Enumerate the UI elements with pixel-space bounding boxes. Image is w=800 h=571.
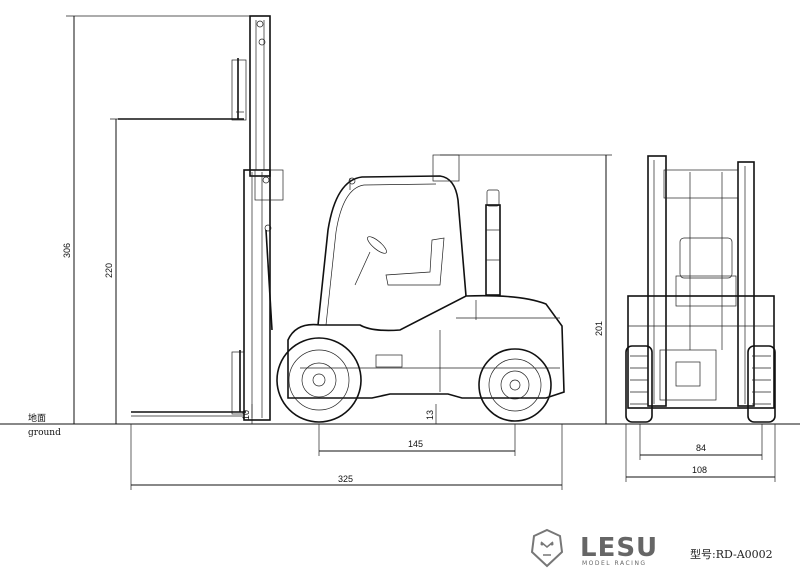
brand-logo: LESU MODEL RACING bbox=[530, 528, 658, 568]
dimension-overall-width: 108 bbox=[625, 424, 776, 482]
forklift-front-view bbox=[625, 155, 776, 423]
svg-text:13: 13 bbox=[425, 410, 435, 420]
lion-head-icon bbox=[530, 528, 564, 568]
brand-name: LESU bbox=[580, 533, 658, 563]
dimension-overall-length: 325 bbox=[130, 424, 563, 490]
svg-text:220: 220 bbox=[104, 263, 114, 278]
svg-text:108: 108 bbox=[692, 465, 707, 475]
dimension-body-height: 201 bbox=[440, 154, 612, 424]
dimension-wheelbase: 145 bbox=[318, 424, 516, 456]
forklift-side-view bbox=[118, 15, 565, 423]
svg-text:10: 10 bbox=[241, 410, 251, 420]
ground-label-cn: 地面 bbox=[28, 412, 46, 424]
dimension-lift-height: 220 bbox=[104, 118, 240, 424]
model-number: 型号:RD-A0002 bbox=[690, 547, 773, 561]
brand-subtitle: MODEL RACING bbox=[582, 560, 647, 567]
dimension-track-width: 84 bbox=[639, 424, 763, 460]
svg-text:145: 145 bbox=[408, 439, 423, 449]
svg-text:306: 306 bbox=[62, 243, 72, 258]
ground-label-en: ground bbox=[28, 428, 61, 438]
svg-text:84: 84 bbox=[696, 443, 706, 453]
svg-text:201: 201 bbox=[594, 321, 604, 336]
dimension-ground-clearance: 13 bbox=[425, 404, 437, 424]
dimension-overall-height: 306 bbox=[62, 15, 255, 424]
svg-text:325: 325 bbox=[338, 474, 353, 484]
